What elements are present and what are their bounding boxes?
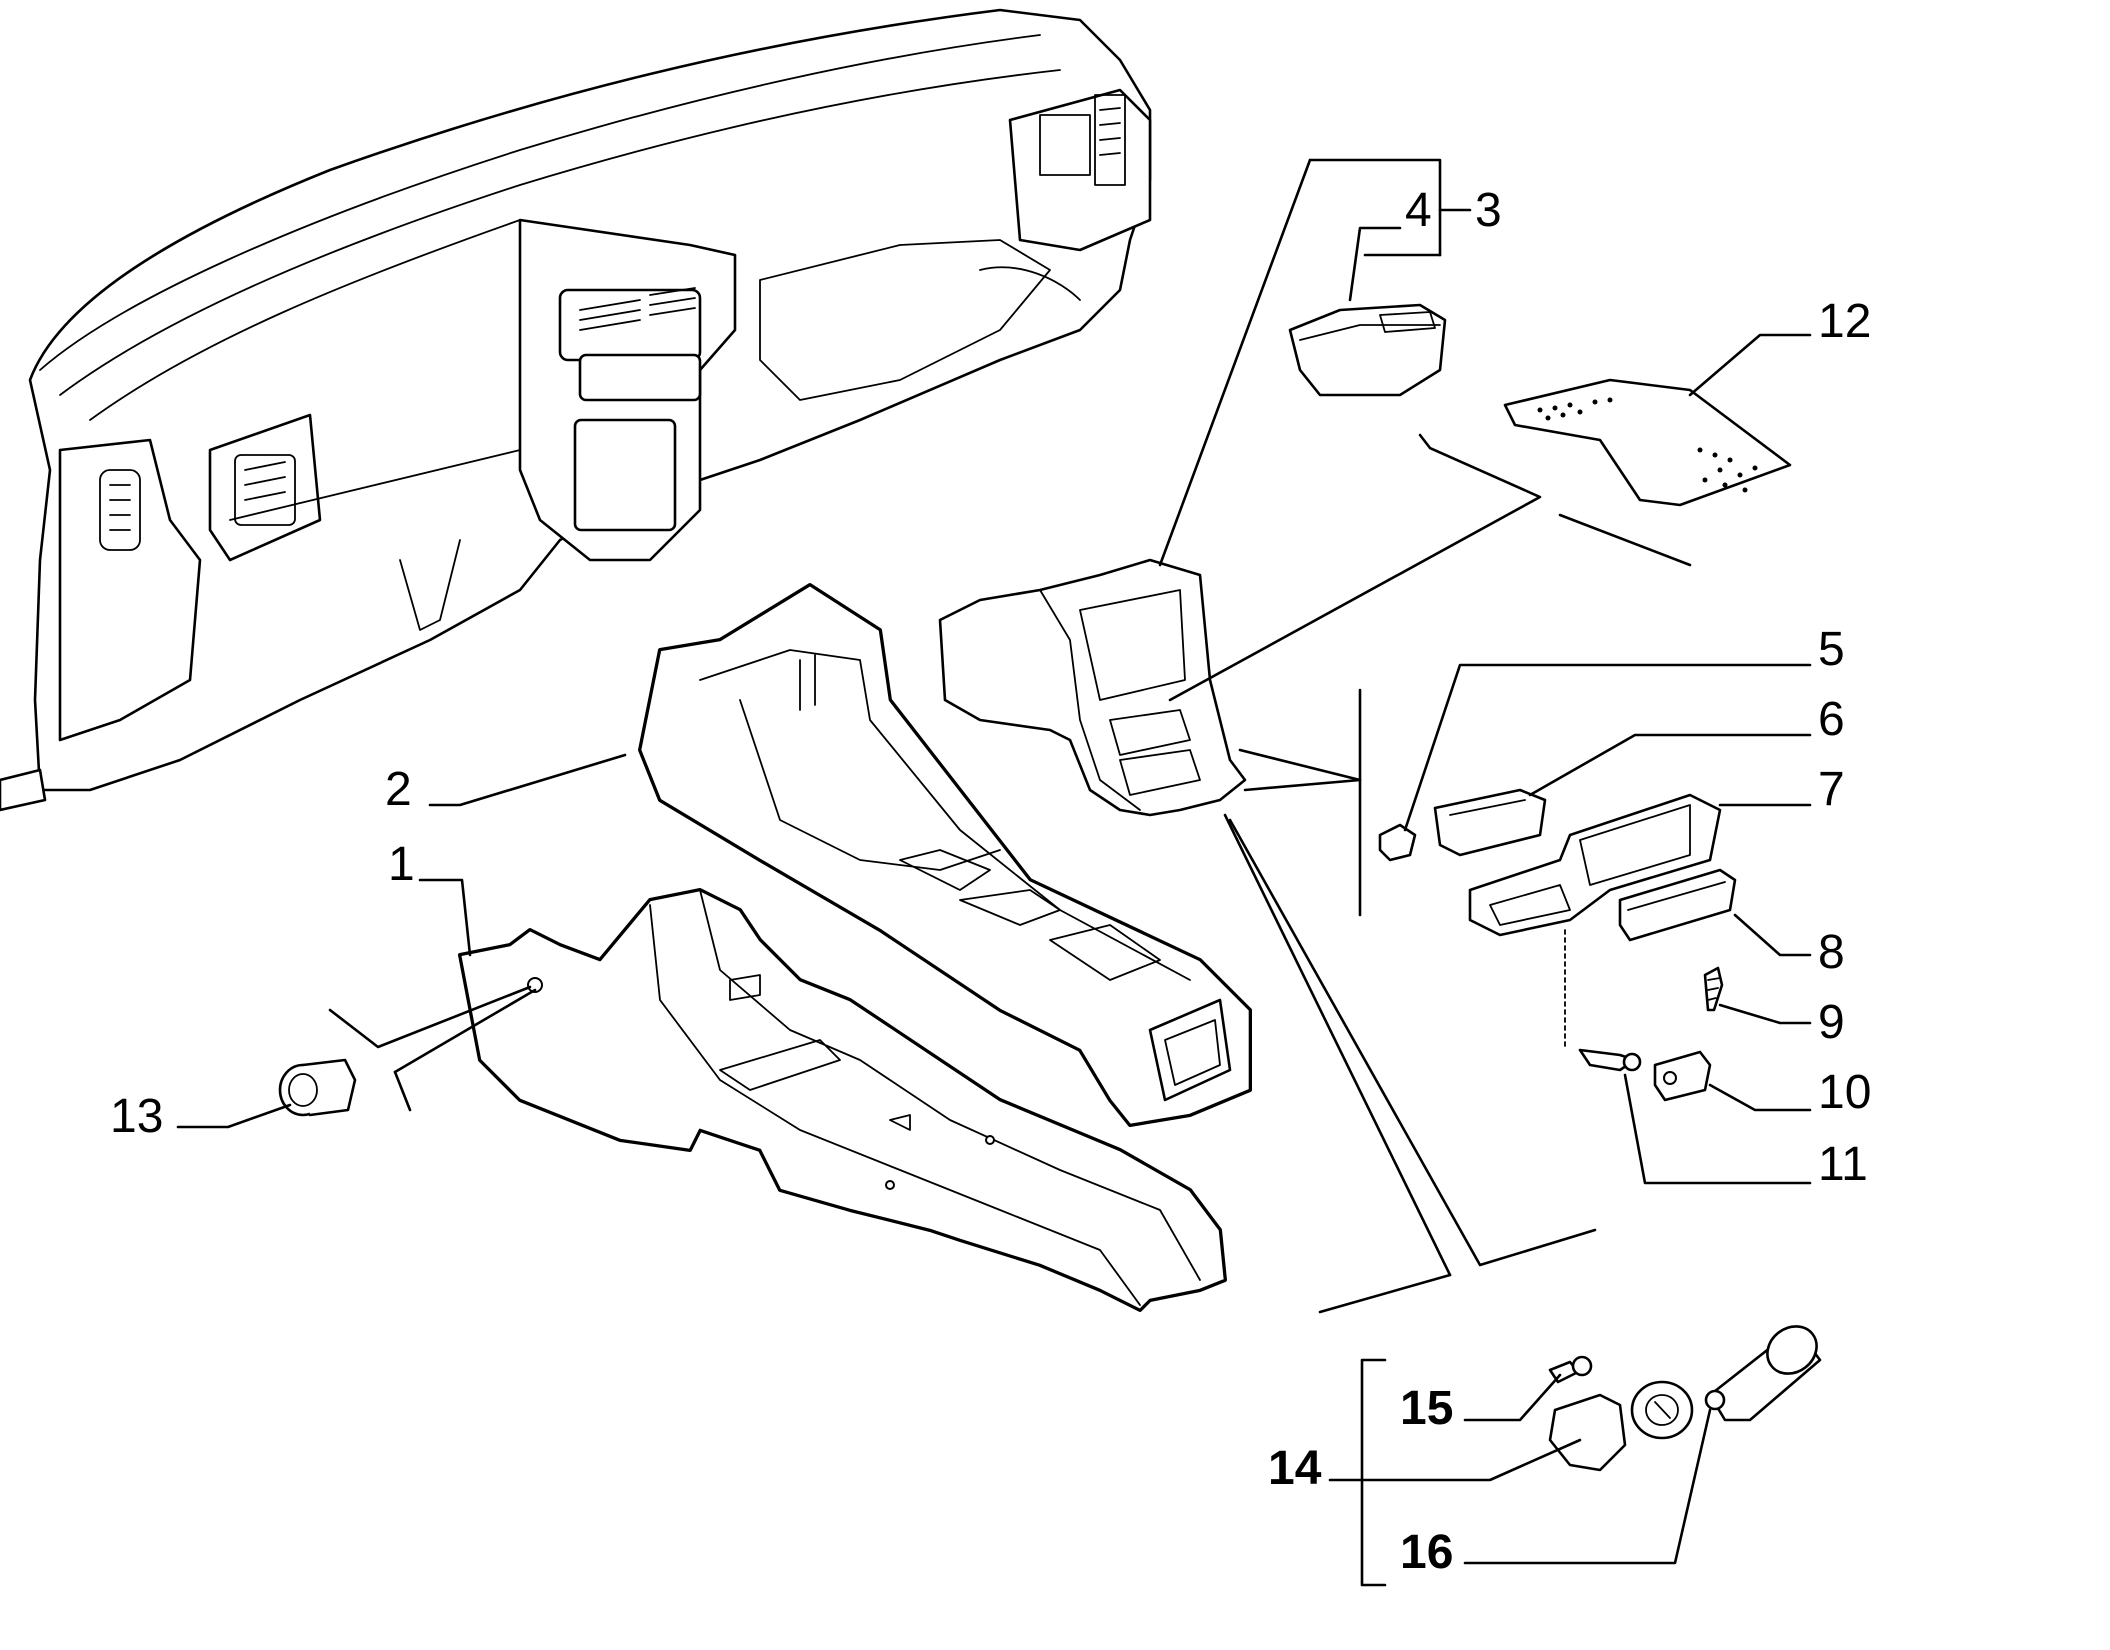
part-4-small-tray [1288,303,1447,397]
part-9-screw [1703,966,1724,1012]
part-14-socket [1548,1380,1694,1472]
callout-12: 12 [1818,295,1871,348]
callout-9: 9 [1818,996,1845,1049]
part-8-cover [1618,868,1737,942]
part-10-switch [1653,1050,1712,1102]
dashboard-assembly [0,8,1152,812]
part-5-switch [1378,823,1417,862]
part-6-bezel [1433,788,1547,857]
part-1-console-lower [458,888,1227,1312]
part-3-front-housing [938,558,1247,817]
callout-4: 4 [1405,184,1432,237]
callout-6: 6 [1818,693,1845,746]
callout-11: 11 [1818,1138,1868,1191]
part-11-screw [1578,1048,1642,1072]
part-12-mat [1503,378,1792,507]
part-7-frame [1468,793,1722,937]
leader-lines [176,158,1812,1587]
callout-3: 3 [1475,184,1502,237]
callout-1: 1 [388,838,415,891]
callout-labels: 1 2 3 4 5 6 7 8 9 10 11 12 13 14 15 16 [110,184,1871,1579]
callout-16: 16 [1400,1526,1453,1579]
callout-15: 15 [1400,1382,1453,1435]
part-13-plug [278,1058,357,1117]
callout-8: 8 [1818,926,1845,979]
callout-13: 13 [110,1090,163,1143]
callout-7: 7 [1818,763,1845,816]
callout-5: 5 [1818,623,1845,676]
part-2-console-upper [638,583,1252,1127]
callout-14: 14 [1268,1442,1322,1495]
part-16-lighter [1704,1325,1822,1422]
callout-2: 2 [385,763,412,816]
callout-10: 10 [1818,1066,1871,1119]
